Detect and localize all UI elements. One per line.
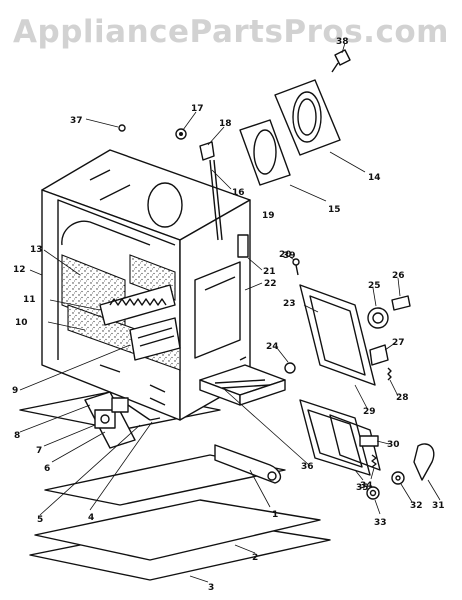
bottom-panel-2 [34, 499, 321, 561]
control-bracket-6 [84, 391, 136, 449]
callout-31: 31 [432, 501, 445, 511]
callout-11: 11 [23, 295, 36, 305]
leader-lines [19, 42, 441, 583]
callout-27: 27 [392, 338, 405, 348]
sensor-19 [237, 234, 249, 258]
ash-pan-38 [199, 364, 286, 406]
callout-24: 24 [266, 342, 279, 352]
callout-28: 28 [396, 393, 409, 403]
door-handle [214, 444, 282, 484]
callout-2: 2 [252, 553, 258, 563]
callout-26: 26 [392, 271, 405, 281]
callout-12: 12 [13, 265, 26, 275]
callout-36: 36 [301, 462, 314, 472]
callout-16: 16 [232, 188, 245, 198]
damper-gear-25 [367, 307, 389, 329]
callout-33: 33 [374, 518, 387, 528]
callout-35: 35 [356, 483, 369, 493]
callout-38: 38 [336, 37, 349, 47]
callout-22: 22 [264, 279, 277, 289]
callout-29: 29 [363, 407, 376, 417]
callout-25: 25 [368, 281, 381, 291]
insulation-panel-1 [44, 454, 286, 506]
bolt-20 [292, 258, 300, 276]
flue-gasket-15 [239, 119, 291, 186]
handle-31 [413, 443, 435, 481]
washer-32 [391, 471, 405, 485]
callout-4: 4 [88, 513, 94, 523]
callout-3: 3 [208, 583, 214, 593]
callout-20: 20 [279, 250, 292, 260]
callout-37: 37 [70, 116, 83, 126]
callout-30: 30 [387, 440, 400, 450]
callout-7: 7 [36, 446, 42, 456]
grommet-17 [175, 128, 187, 140]
spark-igniter-4 [111, 397, 161, 421]
callout-10: 10 [15, 318, 28, 328]
screw-39 [331, 49, 351, 73]
callout-39: 39 [283, 251, 296, 261]
spring-34 [371, 454, 377, 468]
callout-9: 9 [12, 386, 18, 396]
grate-11 [99, 284, 176, 326]
spring-28 [387, 367, 392, 381]
latch-30 [359, 435, 379, 447]
callout-18: 18 [219, 119, 232, 129]
screw-37 [118, 124, 126, 132]
watermark: AppliancePartsPros.com [13, 14, 449, 50]
clip-18 [199, 141, 215, 161]
flue-collar-14 [274, 79, 341, 156]
callout-1: 1 [272, 510, 278, 520]
callout-17: 17 [191, 104, 204, 114]
callout-19: 19 [262, 211, 275, 221]
callout-21: 21 [263, 267, 276, 277]
callout-5: 5 [37, 515, 43, 525]
callout-15: 15 [328, 205, 341, 215]
door-frame-23 [299, 284, 376, 386]
bolt-26 [391, 295, 411, 311]
callout-32: 32 [410, 501, 423, 511]
ash-door-gasket-35 [329, 414, 381, 471]
knob-24 [284, 362, 296, 374]
callout-6: 6 [44, 464, 50, 474]
callout-23: 23 [283, 299, 296, 309]
grate-9 [129, 317, 181, 361]
callout-labels: 1 2 3 4 5 6 7 8 9 10 11 12 13 14 15 16 1… [12, 37, 445, 593]
callout-14: 14 [368, 173, 381, 183]
callout-13: 13 [30, 245, 43, 255]
callout-8: 8 [14, 431, 20, 441]
nut-33 [366, 486, 380, 500]
door-hinge-27 [369, 344, 389, 366]
callout-34: 34 [360, 481, 373, 491]
